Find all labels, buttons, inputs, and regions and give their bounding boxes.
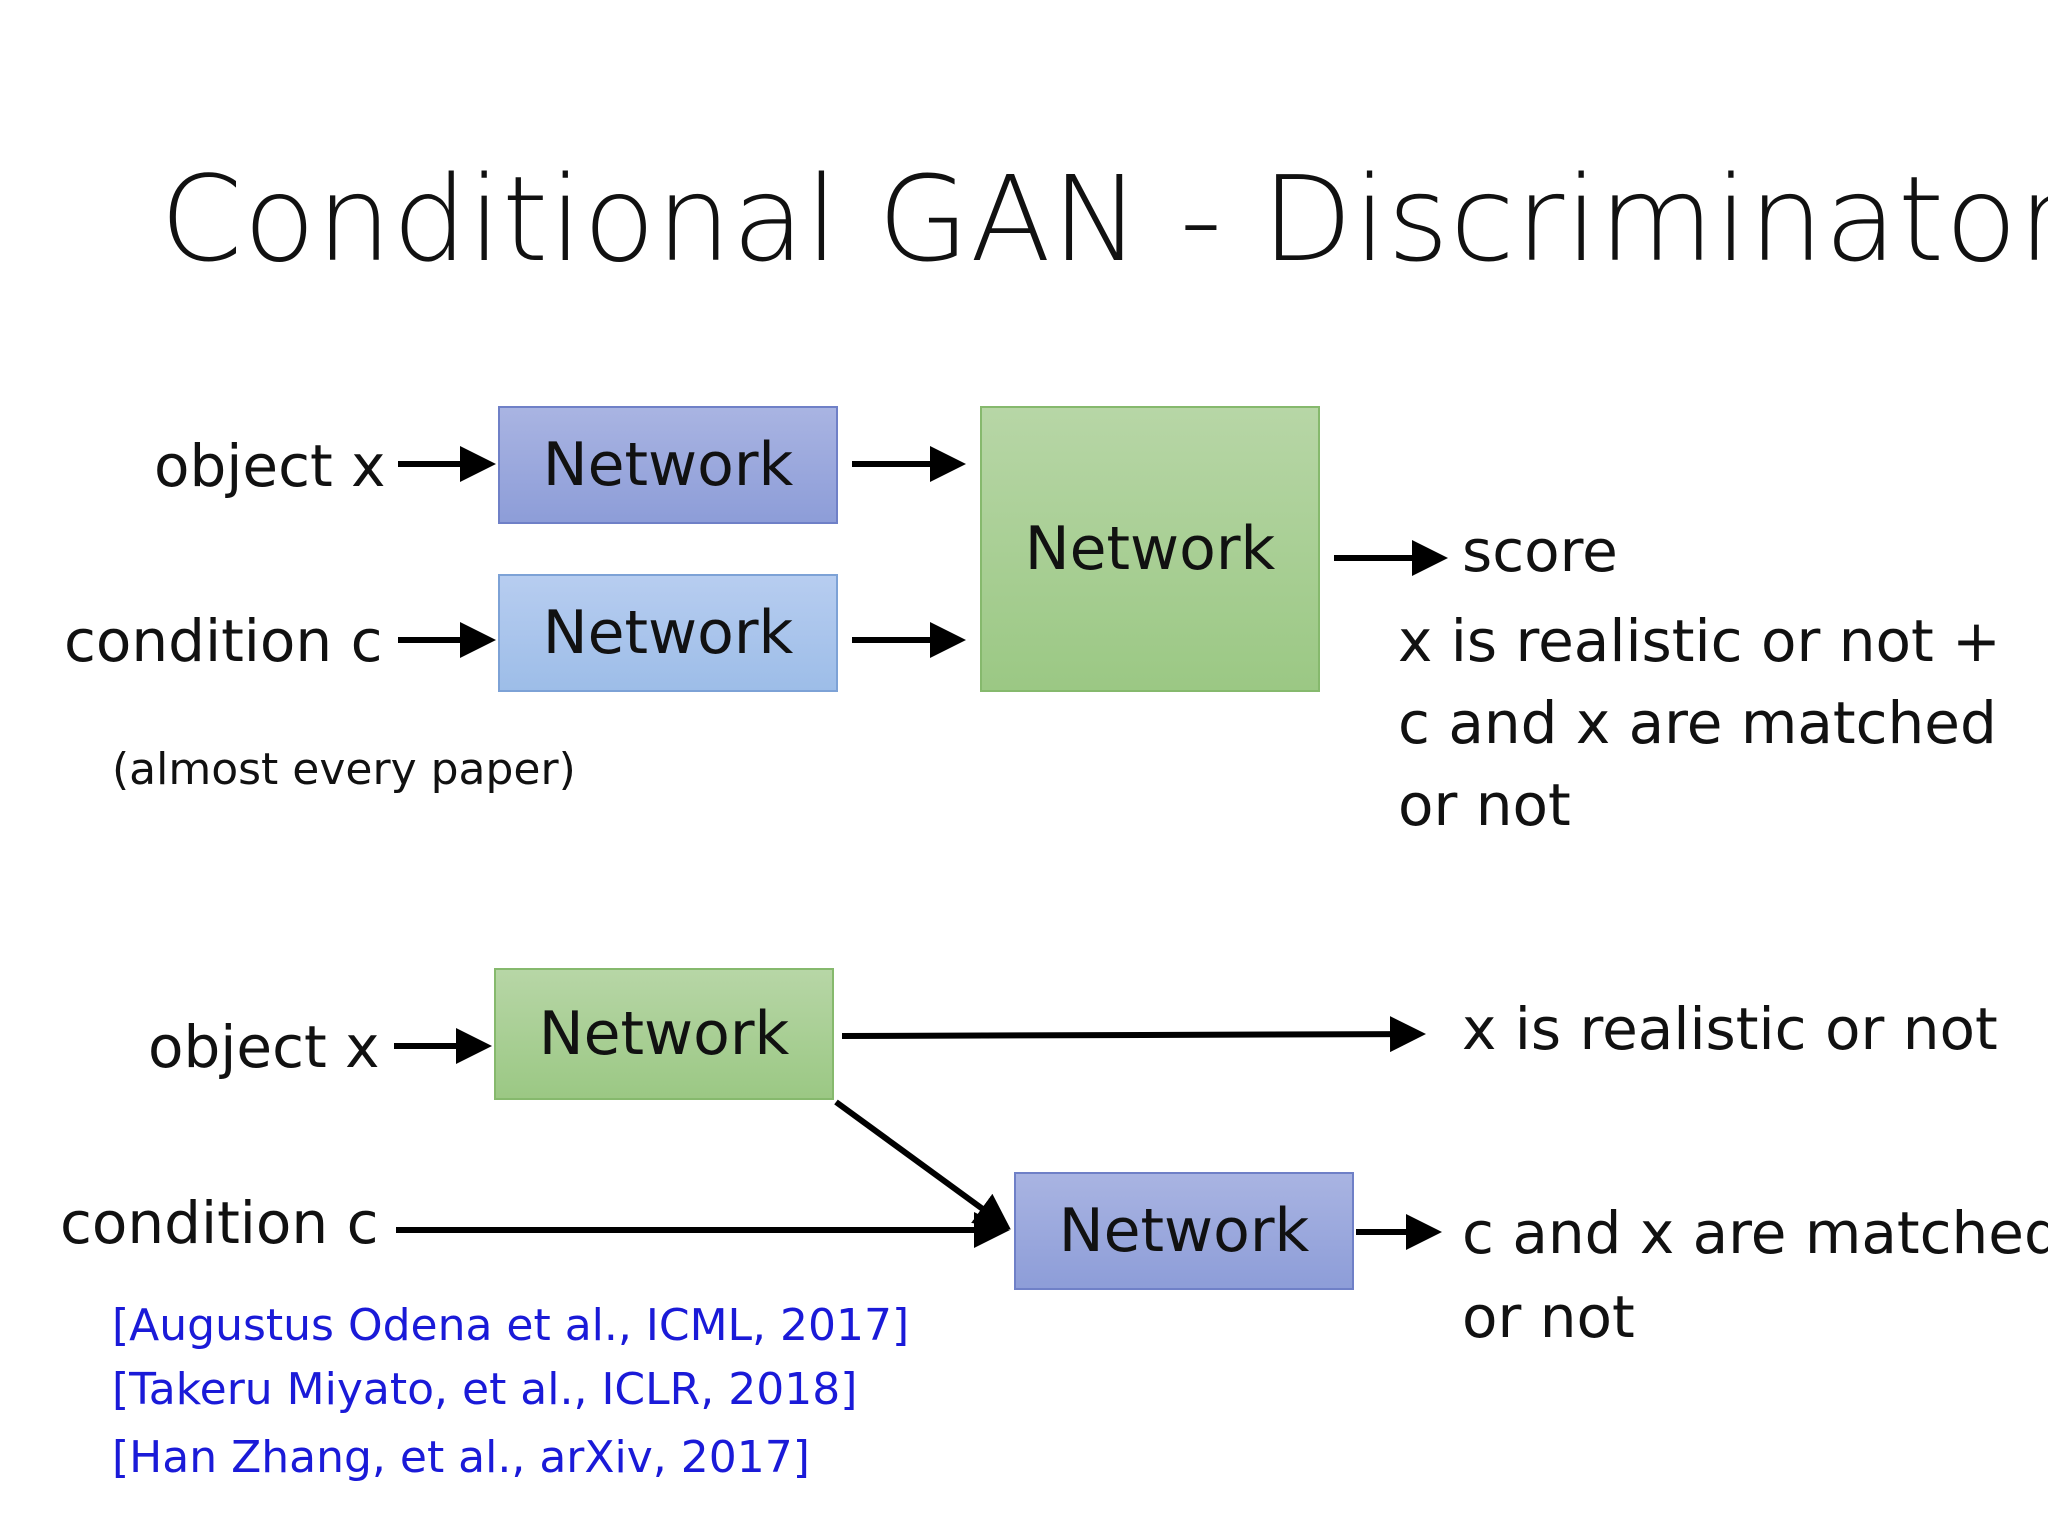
d2-arrow-net-to-match-net (834, 1099, 1011, 1230)
d2-network-object: Network (494, 968, 834, 1100)
d1-condition-c-label: condition c (64, 607, 383, 675)
d1-output-line3: or not (1398, 771, 1571, 839)
reference-1: [Augustus Odena et al., ICML, 2017] (112, 1300, 910, 1351)
d2-output-match-line2: or not (1462, 1283, 1635, 1351)
d1-output-line1: x is realistic or not + (1398, 607, 2001, 675)
d2-object-x-label: object x (148, 1013, 380, 1081)
reference-3: [Han Zhang, et al., arXiv, 2017] (112, 1432, 810, 1483)
reference-2: [Takeru Miyato, et al., ICLR, 2018] (112, 1364, 858, 1415)
d1-object-x-label: object x (154, 432, 386, 500)
d2-condition-c-label: condition c (60, 1189, 379, 1257)
d2-output-match-line1: c and x are matched (1462, 1199, 2048, 1267)
d1-network-condition: Network (498, 574, 838, 692)
d1-network-joint: Network (980, 406, 1320, 692)
d1-output-line2: c and x are matched (1398, 689, 1997, 757)
slide-title: Conditional GAN - Discriminator (160, 150, 2048, 288)
d2-arrow-net-to-realistic (841, 1016, 1426, 1053)
d1-note: (almost every paper) (112, 744, 576, 795)
d1-network-object: Network (498, 406, 838, 524)
d2-output-realistic: x is realistic or not (1462, 995, 1998, 1063)
d1-score-label: score (1462, 517, 1618, 585)
d2-network-match: Network (1014, 1172, 1354, 1290)
